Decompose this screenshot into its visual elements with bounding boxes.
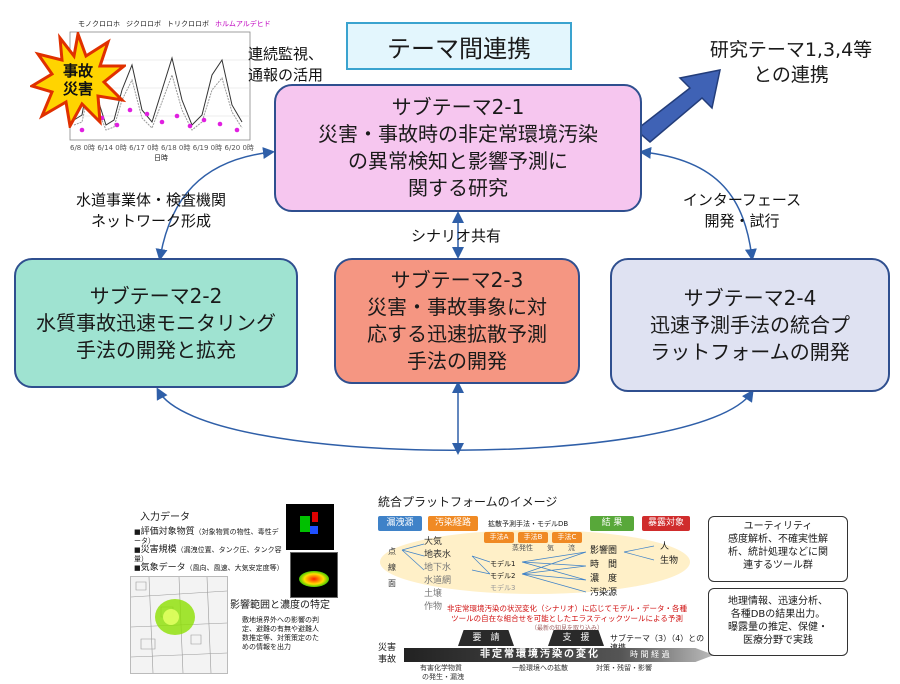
list-item: ■災害規模（漏洩位置、タンク圧、タンク容量） [134,545,282,564]
xtick: 6/14 0時 [97,144,127,152]
plume-thumbnail [286,504,334,550]
xtick: 6/18 0時 [160,144,191,152]
tag-path: 汚染経路 [428,516,478,531]
page-title: テーマ間連携 [346,22,572,70]
list-item: ■気象データ（風向、風速、大気安定度等） [134,563,284,573]
legend-item: モノクロロホ [78,20,120,28]
subtheme-line: 応する迅速拡散予測 [367,322,547,346]
monitoring-note: 連続監視、 通報の活用 [248,45,324,84]
chart-legend: モノクロロホ ジクロロボ トリクロロボ ホルムアルデヒド [78,20,271,29]
chart-xlabel: 日時 [154,154,168,162]
timeline-main: 非定常環境汚染の変化 [480,649,600,660]
link-label-center: シナリオ共有 [410,227,501,245]
legend-item: ホルムアルデヒド [215,20,271,28]
subtheme-2-4-box[interactable]: サブテーマ2-4 迅速予測手法の統合プ ラットフォームの開発 [610,258,890,392]
source-items: 点 線 面 [388,547,396,588]
chart-xticks: 6/8 0時 6/14 0時 6/17 0時 6/18 0時 6/19 0時 6… [70,144,254,153]
subtheme-line: 災害・事故事象に対 [367,295,547,319]
legend-item: トリクロロボ [167,20,209,28]
link-label-right: インターフェース 開発・試行 [682,191,802,230]
utility-title: ユーティリティ [743,521,813,532]
tag-source: 漏洩源 [378,516,422,531]
accident-badge-label: 事故 災害 [62,62,93,98]
subtheme-line: 関する研究 [408,176,508,200]
path-items: 大気 地表水 地下水 水道網 土壌 作物 [424,537,452,612]
red-note: 非定常環境汚染の状況変化（シナリオ）に応じてモデル・データ・各種 ツールの自在な… [447,604,687,632]
utility-box: ユーティリティ 感度解析、不確実性解 析、統計処理などに関 連するツール群 [708,516,848,582]
subtheme-2-2-box[interactable]: サブテーマ2-2 水質事故迅速モニタリング 手法の開発と拡充 [14,258,298,388]
collab-label: サブテーマ（3）（4）との連携 [610,634,705,652]
exposure-items: 人 生物 [660,542,679,566]
timeline-right: 時 間 経 過 [630,650,670,659]
timeline-left: 災害 事故 [378,643,397,665]
burst-icon [30,32,126,128]
support-label: 支 援 [548,630,604,646]
map-drawing [131,577,227,673]
subtheme-2-3-box[interactable]: サブテーマ2-3 災害・事故事象に対 応する迅速拡散予測 手法の開発 [334,258,580,384]
subtheme-line: サブテーマ2-1 [391,95,525,119]
xtick: 6/19 0時 [192,144,223,152]
impact-heading: 影響範囲と濃度の特定 [230,600,330,611]
model-items: モデル1 モデル2 モデル3 [490,560,516,592]
input-data-panel: 入力データ ■評価対象物質（対象物質の物性、毒性データ） ■災害規模（漏洩位置、… [130,504,370,674]
subtheme-line: サブテーマ2-4 [683,285,817,310]
subtheme-line: 手法の開発 [407,349,507,373]
tag-model-db: 拡散予測手法・モデルDB [488,520,569,528]
request-label: 要 請 [458,630,514,646]
tag-method-a: 手法A [484,532,514,543]
subtheme-2-1-box[interactable]: サブテーマ2-1 災害・事故時の非定常環境汚染 の異常検知と影響予測に 関する研… [274,84,642,212]
input-data-heading: 入力データ [140,512,190,523]
tag-method-c: 手法C [552,532,582,543]
tag-exposure: 暴露対象 [642,516,690,531]
plume-thumbnail [290,552,338,598]
arrow-21-24 [639,146,757,261]
legend-item: ジクロロボ [126,20,161,28]
arrow-22-24-arc [156,387,754,451]
subtheme-line: 災害・事故時の非定常環境汚染 [318,122,598,146]
impact-map [130,576,228,674]
series-points [79,107,240,133]
geo-box: 地理情報、迅速分析、 各種DBの結果出力。 曝露量の推定、保健・ 医療分野で実践 [708,588,848,656]
tag-result: 結 果 [590,516,634,531]
external-link-arrow [634,69,721,143]
result-items: 影響圏 時 間 濃 度 汚染源 [590,546,618,598]
model-connections [401,543,655,593]
link-label-left: 水道事業体・検査機関 ネットワーク形成 [75,191,226,230]
timeline-bar: 非定常環境汚染の変化 時 間 経 過 [404,648,714,662]
subtheme-line: 迅速予測手法の統合プ [650,312,850,337]
arrow-21-22 [155,147,275,261]
list-item: ■評価対象物質（対象物質の物性、毒性データ） [134,527,279,546]
subtheme-line: の異常検知と影響予測に [348,149,568,173]
platform-image: 統合プラットフォームのイメージ 漏洩源 汚染経路 拡散予測手法・モデルDB 結 … [372,494,706,680]
subtheme-line: サブテーマ2-3 [390,268,524,292]
xtick: 6/8 0時 [70,144,95,152]
input-data-list: ■評価対象物質（対象物質の物性、毒性データ） ■災害規模（漏洩位置、タンク圧、タ… [134,528,284,573]
xtick: 6/20 0時 [224,144,254,152]
external-link-label: 研究テーマ1,3,4等 との連携 [709,39,873,86]
subtheme-line: サブテーマ2-2 [89,283,223,308]
subtheme-line: ラットフォームの開発 [650,339,850,364]
impact-text: 敷地境界外への影響の判 定、避難の有無や避難人 数推定等、対策策定のた めの情報… [242,616,319,651]
subtheme-line: 手法の開発と拡充 [76,337,236,362]
model-labels: 蒸発性 気 流 [512,544,575,552]
tag-method-b: 手法B [518,532,548,543]
accident-badge: 事故 災害 [30,32,126,128]
subtheme-line: 水質事故迅速モニタリング [36,310,276,335]
platform-title: 統合プラットフォームのイメージ [378,495,558,509]
xtick: 6/17 0時 [129,144,159,152]
